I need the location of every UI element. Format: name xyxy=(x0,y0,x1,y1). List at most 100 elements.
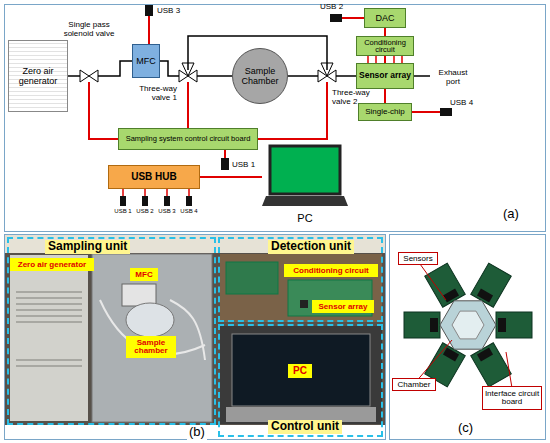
port-label: USB 3 xyxy=(157,208,177,215)
node-text: Control unit xyxy=(268,420,342,434)
laptop-icon-shape xyxy=(262,144,348,210)
node-text: MFC xyxy=(135,270,152,279)
node-text: (c) xyxy=(458,421,473,436)
exhaust-pipe xyxy=(414,75,430,77)
leader-line xyxy=(414,264,512,388)
gas-sensor xyxy=(430,318,438,332)
unit-region: Control unit PC xyxy=(218,324,383,437)
node-text: Chamber xyxy=(398,380,431,389)
node-text: Zero air generator xyxy=(9,66,67,87)
signal-wire xyxy=(384,89,386,103)
usb-plug xyxy=(186,196,192,206)
generator-grill xyxy=(16,292,82,366)
node-text: MFC xyxy=(136,56,156,66)
three-way-valve-shape xyxy=(179,70,197,82)
node-text: (a) xyxy=(503,207,519,222)
usb-plug xyxy=(440,108,452,116)
node-text: Three-way valve 1 xyxy=(131,84,177,102)
laptop-photo xyxy=(220,326,382,424)
node-text: (b) xyxy=(187,425,207,440)
usb-cable xyxy=(123,189,189,196)
three-way-valve: Three-way valve 1 xyxy=(179,70,197,82)
process-box: DAC xyxy=(364,8,406,28)
unit-region: Sampling unitZero air generatorMFCSample… xyxy=(7,237,216,425)
chamber-photo xyxy=(126,303,174,337)
annotation-label: Exhaust port xyxy=(432,68,474,86)
process-box: Single-chip xyxy=(358,103,412,121)
cabinet-photo xyxy=(92,254,212,422)
signal-wire xyxy=(89,82,118,139)
panel-frame: (b)Sampling unitZero air generatorMFCSam… xyxy=(4,234,386,440)
gas-sensor xyxy=(498,318,506,332)
node-text: USB HUB xyxy=(131,171,177,183)
signal-bus xyxy=(368,56,402,63)
gas-sensors xyxy=(430,289,506,362)
callout-box: Chamber xyxy=(392,378,436,391)
three-way-valve: Three-way valve 2 xyxy=(318,70,336,82)
tube-photo xyxy=(100,300,205,360)
photo-tag: Sensor array xyxy=(312,300,374,313)
node-text: Sample chamber xyxy=(126,339,176,355)
gas-pipe xyxy=(197,75,232,77)
signal-wire xyxy=(384,56,386,63)
gas-pipe xyxy=(68,75,80,77)
three-way-valve-shape xyxy=(318,70,336,82)
solenoid-valve: Single pass solenoid valve xyxy=(80,70,98,82)
node-text: Single pass solenoid valve xyxy=(56,20,122,38)
process-box: Sensor array xyxy=(356,63,414,89)
circuit-photo xyxy=(288,280,372,316)
signal-wire xyxy=(384,28,386,36)
interface-board xyxy=(404,312,440,338)
node-text: Detection unit xyxy=(268,240,354,254)
process-box: Sampling system control circuit board xyxy=(118,128,258,150)
sensor-photo xyxy=(300,300,308,308)
photo-tag: PC xyxy=(288,364,312,378)
interface-board xyxy=(496,312,532,338)
node-text: Sampling system control circuit board xyxy=(126,135,251,143)
process-box: Conditioning circuit xyxy=(356,36,414,56)
node-text: Zero air generator xyxy=(18,260,86,269)
node-text: Sensors xyxy=(403,254,432,263)
laptop-screen-photo xyxy=(232,334,370,406)
node-text: Sensor array xyxy=(359,71,411,81)
usb-plug xyxy=(164,196,170,206)
port-label: USB 1 xyxy=(113,208,133,215)
node-text: Sample Chamber xyxy=(233,66,287,87)
node-text: PC xyxy=(262,212,348,225)
usb-cable xyxy=(342,17,364,19)
circuit-photo xyxy=(226,262,278,294)
panel-frame: (c) SensorsChamberInterface circuit board xyxy=(389,234,546,440)
node-text: DAC xyxy=(375,13,394,23)
gas-pipe xyxy=(160,61,179,76)
bench-photo xyxy=(220,254,382,322)
unit-region: Detection unitConditioning circuitSensor… xyxy=(218,237,383,322)
node-text: Single-chip xyxy=(365,107,405,116)
annotation-label: USB 1 xyxy=(232,160,255,169)
hexagon-inner xyxy=(452,311,484,339)
usb-plug xyxy=(120,196,126,206)
usb-plug xyxy=(221,158,229,170)
gas-pipe xyxy=(98,61,132,76)
usb-cable xyxy=(148,16,150,44)
gas-pipe xyxy=(288,75,318,77)
generator-box: Zero air generator xyxy=(8,40,68,112)
callout-box: Interface circuit board xyxy=(482,386,542,410)
node-text: Conditioning circuit xyxy=(357,39,413,54)
node-text: PC xyxy=(293,365,307,377)
usb-plug xyxy=(330,14,342,22)
interface-boards xyxy=(404,263,532,387)
annotation-label: USB 3 xyxy=(157,6,180,15)
usb-cable xyxy=(224,150,226,158)
photo-tag: Conditioning circuit xyxy=(284,264,378,277)
chamber-circle: Sample Chamber xyxy=(232,48,288,104)
port-label: USB 2 xyxy=(135,208,155,215)
photo-tag: Zero air generator xyxy=(10,258,94,271)
callout-box: Sensors xyxy=(398,252,438,265)
solenoid-valve-shape xyxy=(80,70,98,82)
signal-wire xyxy=(200,176,262,178)
usb-plug xyxy=(142,196,148,206)
laptop-icon: PC xyxy=(262,144,348,210)
port-label: USB 4 xyxy=(179,208,199,215)
annotation-label: USB 2 xyxy=(320,2,343,11)
signal-wire xyxy=(258,82,327,139)
